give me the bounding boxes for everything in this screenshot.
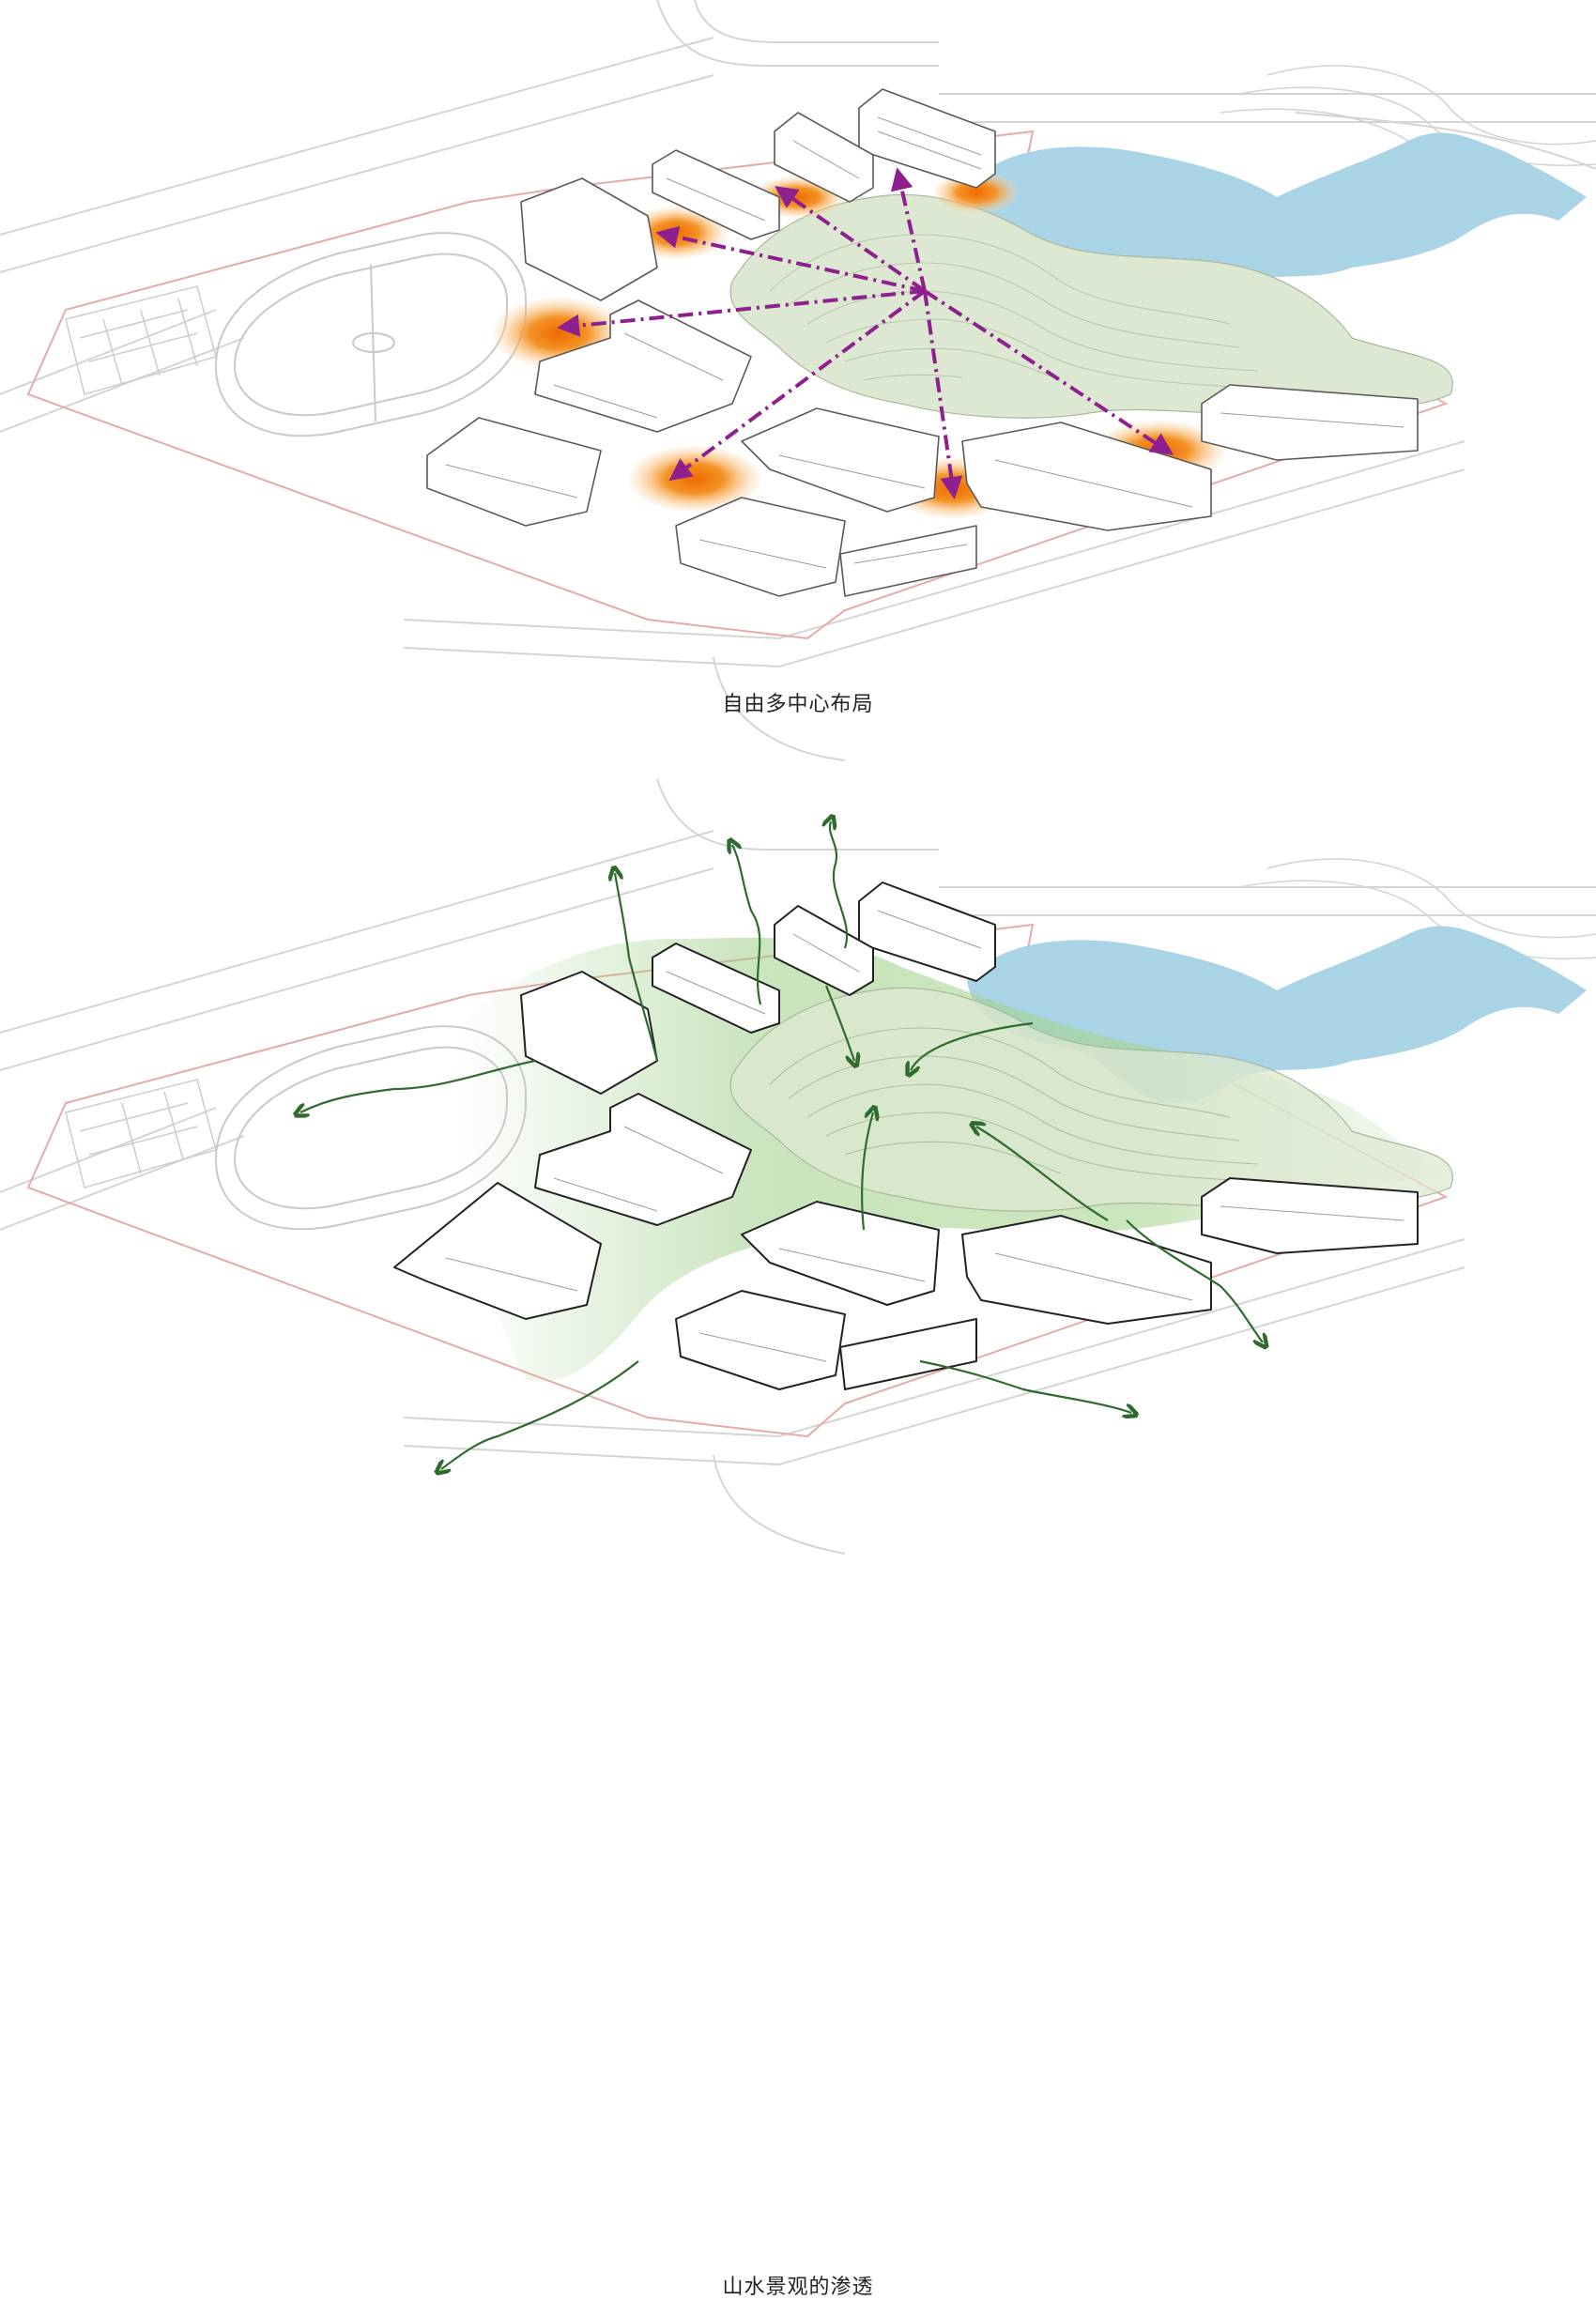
building (534, 299, 752, 433)
arrow (890, 167, 927, 292)
building (393, 1182, 602, 1320)
building (1201, 384, 1419, 461)
building (741, 1201, 940, 1306)
campus-axonometric-top (0, 0, 1596, 761)
building (675, 497, 846, 597)
arrow (919, 1359, 1131, 1413)
activity-hub (934, 172, 1019, 213)
building (652, 149, 780, 240)
arrow (668, 289, 927, 482)
terrain-contours-right (1220, 65, 1596, 166)
building (426, 417, 602, 527)
building (961, 422, 1212, 531)
caption-multi-center-layout: 自由多中心布局 (722, 693, 874, 716)
arrow (976, 1127, 1109, 1221)
building (1201, 1177, 1419, 1254)
running-track (214, 1025, 527, 1231)
arrow (824, 985, 854, 1061)
arrow (923, 290, 963, 499)
building (839, 525, 977, 597)
multi-center-layout-diagram: 自由多中心布局 (0, 0, 1596, 779)
building (961, 1215, 1212, 1325)
road-network (0, 0, 1596, 761)
building (675, 1290, 846, 1390)
arrow (923, 289, 1174, 455)
arrow (830, 821, 849, 949)
site-boundary (26, 130, 1449, 640)
arrow (732, 845, 762, 1005)
arrow (1126, 1219, 1263, 1342)
arrow (911, 1021, 1034, 1070)
building (774, 905, 874, 996)
campus-axonometric-bottom (0, 779, 1596, 1555)
buildings (393, 882, 1419, 1390)
building (839, 1318, 977, 1390)
building (774, 112, 874, 203)
center-arrows (557, 167, 1174, 499)
road-network (0, 779, 1596, 1555)
building (652, 943, 780, 1034)
caption-landscape-permeation: 山水景观的渗透 (722, 2276, 874, 2299)
building (534, 1093, 752, 1226)
arrow (860, 1112, 873, 1231)
buildings (426, 88, 1419, 597)
activity-hub (629, 446, 760, 512)
arrow (557, 289, 926, 337)
terrain-contours-right (1238, 858, 1596, 959)
building (741, 407, 940, 513)
basketball-courts (65, 1079, 217, 1188)
arrow (655, 225, 926, 293)
permeation-arrows (300, 821, 1263, 1469)
arrow (615, 873, 659, 1062)
arrow (300, 1059, 536, 1112)
basketball-courts (65, 285, 217, 395)
building (520, 177, 658, 301)
landscape-permeation-diagram: 山水景观的渗透 (0, 779, 1596, 2299)
arrow (441, 1360, 639, 1469)
building (858, 88, 996, 189)
running-track (214, 232, 527, 437)
mountain-terrain (729, 987, 1453, 1212)
